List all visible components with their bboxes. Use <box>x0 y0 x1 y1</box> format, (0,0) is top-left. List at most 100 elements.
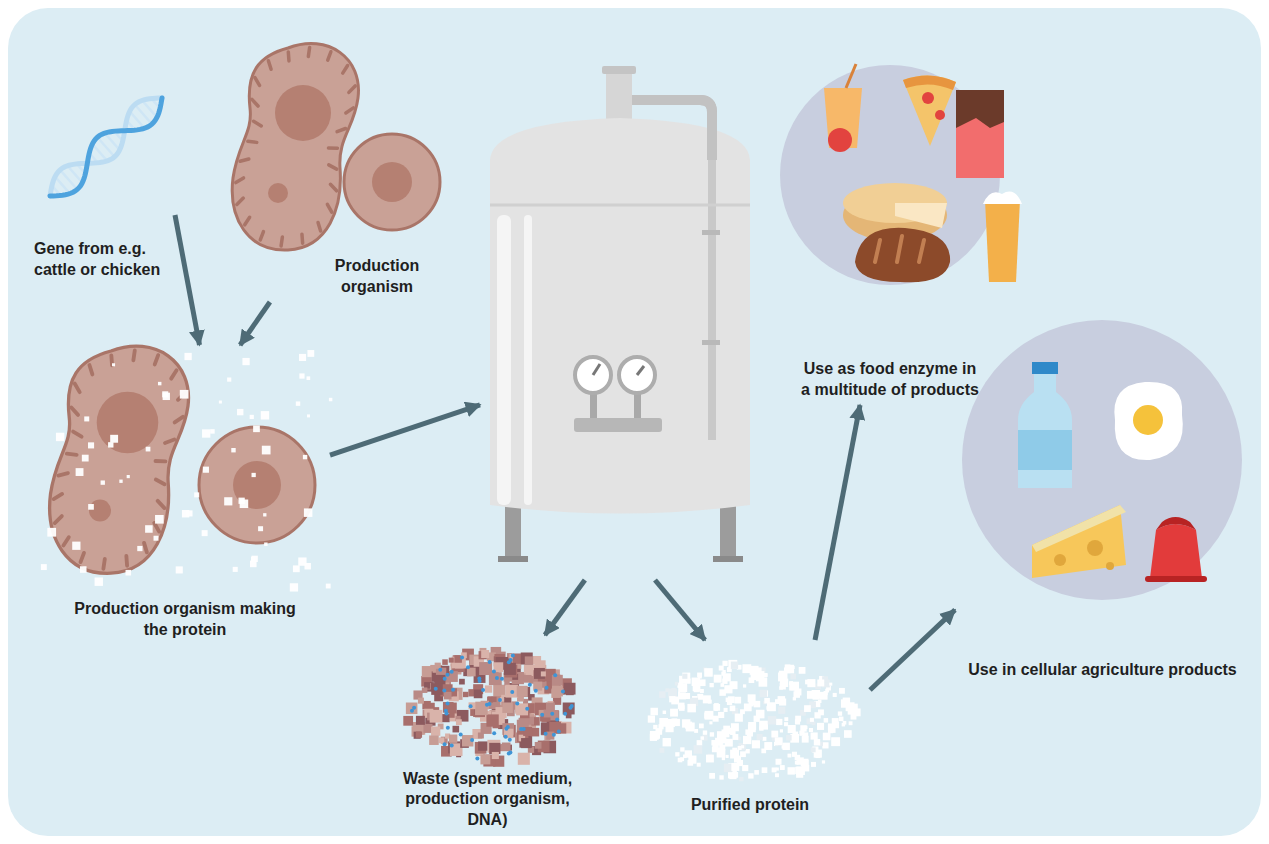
waste-pile <box>443 677 447 681</box>
protein-powder <box>839 688 845 694</box>
waste-pile <box>544 732 548 736</box>
production-organism <box>281 237 282 246</box>
food-products <box>855 228 950 283</box>
waste-pile <box>463 692 468 697</box>
protein-powder <box>719 689 725 695</box>
protein-powder <box>743 684 746 687</box>
production-organism <box>254 121 262 126</box>
protein-particles <box>329 398 332 401</box>
food-products <box>922 92 934 104</box>
protein-powder <box>767 702 776 711</box>
waste-pile <box>564 683 576 695</box>
producing-organism <box>171 370 176 378</box>
protein-powder <box>697 740 703 746</box>
protein-particles <box>250 561 257 568</box>
protein-particles <box>41 350 333 592</box>
waste-pile <box>552 675 563 686</box>
producing-organism <box>89 500 111 522</box>
food-products <box>985 200 1020 282</box>
protein-particles <box>126 570 132 576</box>
protein-powder <box>757 734 763 740</box>
fermentation-tank <box>498 556 528 562</box>
protein-powder <box>687 704 695 712</box>
protein-particles <box>293 565 300 572</box>
protein-powder <box>697 694 703 700</box>
cellular-agriculture-products <box>1114 382 1182 460</box>
food-products <box>956 90 1004 178</box>
protein-powder <box>810 718 814 722</box>
protein-particles <box>180 390 189 399</box>
protein-particles <box>296 401 300 405</box>
protein-powder <box>809 728 813 732</box>
protein-powder <box>724 764 733 773</box>
protein-powder <box>743 736 751 744</box>
waste-pile <box>434 687 438 691</box>
waste-pile <box>492 669 496 673</box>
protein-particles <box>72 542 80 550</box>
waste-pile <box>557 730 561 734</box>
protein-powder <box>831 737 840 746</box>
waste-group: Waste (spent medium, production organism… <box>380 635 595 835</box>
protein-powder <box>779 671 788 680</box>
protein-powder <box>680 747 684 751</box>
waste-pile <box>410 709 414 713</box>
protein-powder <box>685 722 692 729</box>
protein-powder <box>799 667 806 674</box>
waste-pile <box>459 679 465 685</box>
waste-pile <box>535 742 542 749</box>
protein-particles <box>158 382 161 385</box>
protein-particles <box>252 473 256 477</box>
fermentation-tank <box>524 215 532 505</box>
protein-powder <box>844 730 852 738</box>
protein-particles <box>262 446 271 455</box>
food-products <box>903 75 956 90</box>
protein-powder <box>671 697 679 705</box>
production-organism <box>327 204 331 212</box>
cellular-agriculture-group: Use in cellular agriculture products <box>955 315 1250 685</box>
protein-particles <box>76 468 84 476</box>
production-organism <box>245 217 250 225</box>
protein-powder <box>734 756 741 763</box>
waste-pile <box>492 731 496 735</box>
flow-arrow <box>240 302 270 345</box>
protein-particles <box>119 480 122 483</box>
waste-pile <box>545 686 549 690</box>
waste-pile <box>449 735 457 743</box>
protein-powder <box>784 717 788 721</box>
producing-organism <box>156 480 165 485</box>
waste-pile <box>498 698 502 702</box>
producing-organism <box>175 417 183 423</box>
protein-powder <box>753 672 761 680</box>
waste-pile <box>475 742 487 754</box>
dna-helix <box>50 98 162 196</box>
purified-protein-group: Purified protein <box>630 640 870 820</box>
producing-organism <box>67 454 77 455</box>
cellular-agriculture-products <box>1156 517 1196 530</box>
food-products <box>828 128 852 152</box>
waste-pile <box>521 738 531 748</box>
protein-powder <box>822 742 828 748</box>
producing-organism <box>103 559 104 569</box>
protein-powder <box>650 734 657 741</box>
protein-particles <box>202 530 208 536</box>
waste-pile <box>474 690 483 699</box>
protein-particles <box>155 515 164 524</box>
protein-powder <box>796 766 805 775</box>
cellular-agriculture-products <box>1018 372 1072 488</box>
waste-pile <box>502 743 511 752</box>
protein-particles <box>110 435 118 443</box>
protein-powder <box>772 767 777 772</box>
protein-particles <box>41 564 47 570</box>
production-organism <box>328 52 331 60</box>
cellular-agriculture-products <box>1087 540 1103 556</box>
protein-particles <box>84 416 89 421</box>
cellular-agriculture-products <box>962 320 1242 600</box>
protein-powder <box>735 714 743 722</box>
protein-powder <box>768 716 776 724</box>
protein-powder <box>748 722 756 730</box>
protein-powder <box>851 714 857 720</box>
protein-powder <box>678 758 683 763</box>
protein-powder <box>739 743 746 750</box>
protein-powder <box>721 672 725 676</box>
protein-powder <box>709 683 713 687</box>
